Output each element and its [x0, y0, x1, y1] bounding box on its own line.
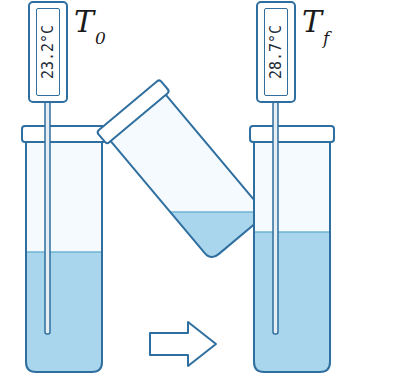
lcd-display: 28.7°C — [264, 8, 288, 96]
subscript: f — [323, 28, 329, 48]
temperature-reading: 23.2°C — [39, 25, 57, 79]
probe — [273, 98, 278, 334]
process-arrow — [150, 322, 216, 366]
temperature-symbol: T — [74, 4, 94, 39]
jar-outline — [254, 142, 330, 372]
pouring-jar — [97, 79, 280, 302]
temperature-reading: 28.7°C — [267, 25, 285, 79]
lcd-display: 23.2°C — [36, 8, 60, 96]
thermometer-case — [257, 2, 295, 102]
jar-rim — [250, 126, 334, 142]
jar-rim — [22, 126, 106, 142]
liquid — [248, 232, 338, 380]
right-jar — [248, 126, 338, 380]
liquid-surface — [248, 231, 338, 233]
right-thermometer — [257, 2, 295, 334]
liquid-surface — [20, 251, 110, 253]
subscript: 0 — [95, 28, 106, 48]
jar-outline — [26, 142, 102, 372]
thermometer-case — [29, 2, 67, 102]
left-jar — [20, 126, 110, 380]
probe — [45, 98, 50, 334]
jar-rim — [97, 79, 170, 144]
temperature-symbol: T — [302, 4, 322, 39]
liquid — [20, 252, 110, 380]
left-thermometer — [29, 2, 67, 334]
